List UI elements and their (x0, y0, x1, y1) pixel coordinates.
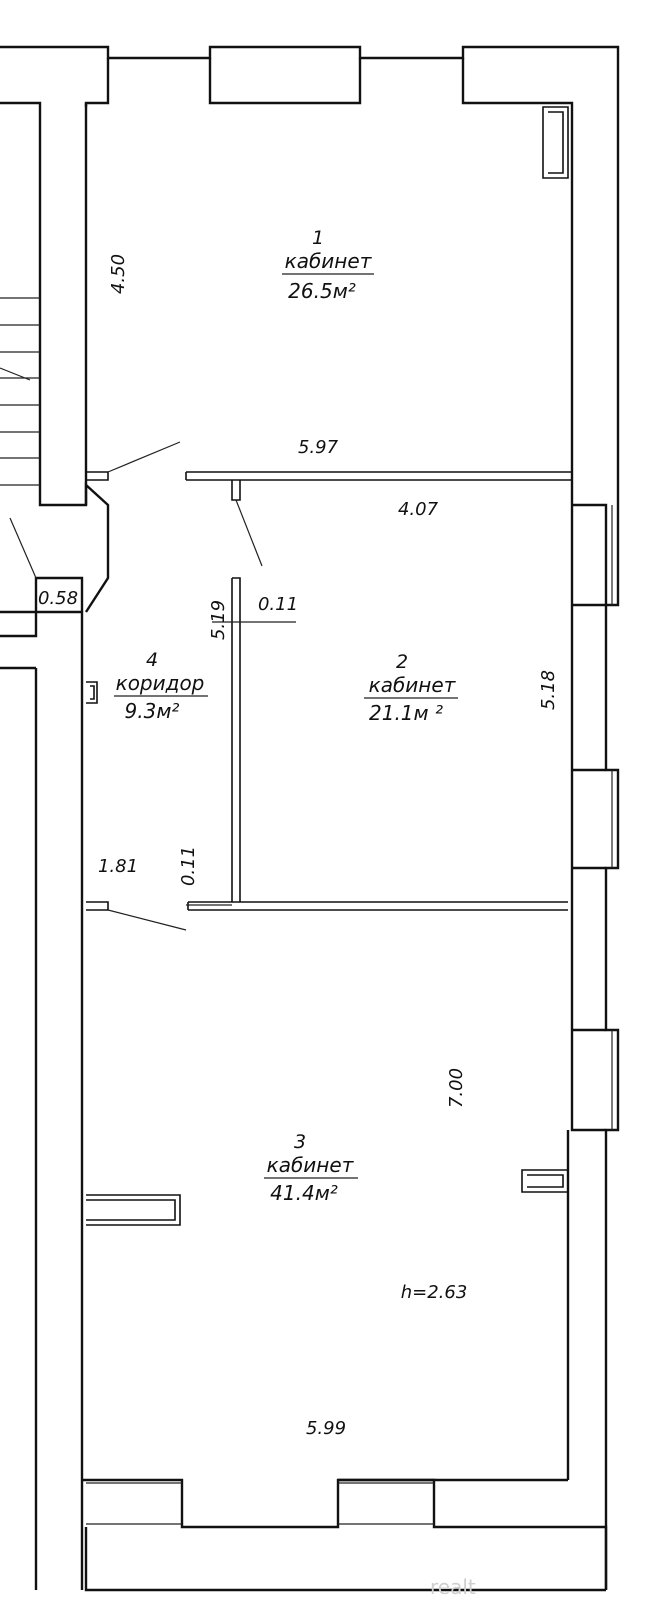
bottom-window-lines (86, 1482, 434, 1525)
left-wall (0, 610, 84, 1590)
column-top-right (542, 106, 569, 179)
room-4-name: коридор (116, 671, 205, 695)
room-1-area: 26.5м² (288, 279, 356, 303)
room-4-label: 4 коридор 9.3м² (114, 649, 208, 723)
stair-line (9, 517, 37, 579)
partition-2-3 (187, 901, 568, 911)
room-2-label: 2 кабинет 21.1м ² (364, 651, 458, 725)
top-wall (0, 45, 620, 505)
outer-walls (0, 45, 620, 1592)
room-2-number: 2 (396, 651, 408, 673)
right-wall-inner (566, 478, 608, 1480)
stair-wall (0, 101, 88, 507)
door-swing-3 (107, 909, 187, 931)
column-room3-right (521, 1169, 569, 1193)
dimensions: 4.50 5.97 4.07 5.18 5.19 0.11 0.58 1.81 … (38, 254, 559, 1439)
dim-room3-height: 7.00 (446, 1068, 467, 1108)
door-stub-a (231, 480, 241, 501)
dim-corridor-width: 1.81 (98, 856, 138, 877)
bottom-wall-outer (84, 1478, 606, 1592)
fixtures (86, 106, 569, 1226)
room-4-number: 4 (146, 649, 158, 671)
room-3-number: 3 (294, 1131, 306, 1153)
partition-1-2 (185, 471, 572, 481)
dim-wall-thickness-a: 0.11 (258, 594, 298, 615)
room-3-label: 3 кабинет 41.4м² (264, 1131, 358, 1205)
dim-room1-width: 5.97 (298, 437, 339, 458)
dim-room2-width: 4.07 (398, 499, 439, 520)
door-stub-c (86, 901, 109, 911)
stair-treads (0, 297, 40, 486)
bottom-wall (82, 1478, 608, 1590)
watermark: realt (430, 1575, 476, 1599)
room-1-number: 1 (312, 227, 324, 249)
ceiling-height: h=2.63 (401, 1282, 468, 1303)
door-stub-b (86, 471, 109, 481)
column-room3-left (86, 1194, 181, 1226)
dim-room1-height: 4.50 (108, 254, 129, 294)
room-2-area: 21.1м ² (369, 701, 443, 725)
door-swing-1 (107, 441, 181, 473)
column-corridor (86, 681, 98, 704)
interior-walls (86, 441, 572, 931)
dim-room3-width: 5.99 (306, 1418, 346, 1439)
room-1-name: кабинет (285, 249, 373, 273)
door-swing-2 (235, 499, 263, 567)
room-2-name: кабинет (369, 673, 457, 697)
corridor-entry-wall (84, 482, 110, 613)
dim-corridor-opening: 0.58 (38, 588, 78, 609)
dim-room2-height: 5.18 (538, 670, 559, 710)
room-1-label: 1 кабинет 26.5м² (282, 227, 374, 303)
dim-corridor-length: 5.19 (208, 600, 229, 640)
room-3-name: кабинет (267, 1153, 355, 1177)
room-3-area: 41.4м² (270, 1181, 338, 1205)
corridor-wall (231, 577, 241, 902)
room-4-area: 9.3м² (125, 699, 180, 723)
dim-wall-thickness-b: 0.11 (178, 846, 199, 886)
